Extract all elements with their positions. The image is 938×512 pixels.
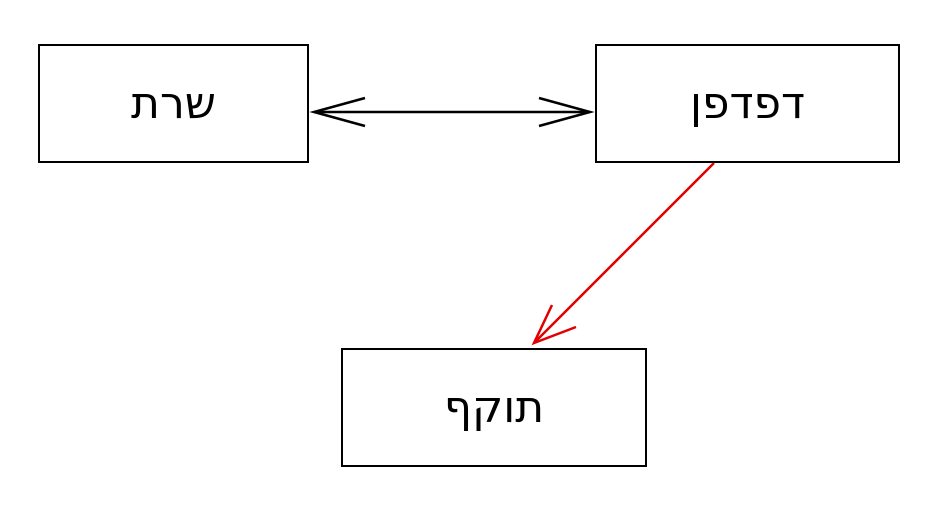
browser-attacker-arrow bbox=[531, 162, 715, 346]
browser-node: דפדפן bbox=[595, 44, 900, 163]
server-node: שרת bbox=[38, 44, 309, 163]
server-browser-arrow bbox=[309, 96, 595, 128]
attacker-node: תוקף bbox=[341, 348, 647, 467]
browser-label: דפדפן bbox=[690, 78, 805, 129]
attacker-label: תוקף bbox=[443, 382, 545, 433]
server-label: שרת bbox=[131, 78, 216, 129]
